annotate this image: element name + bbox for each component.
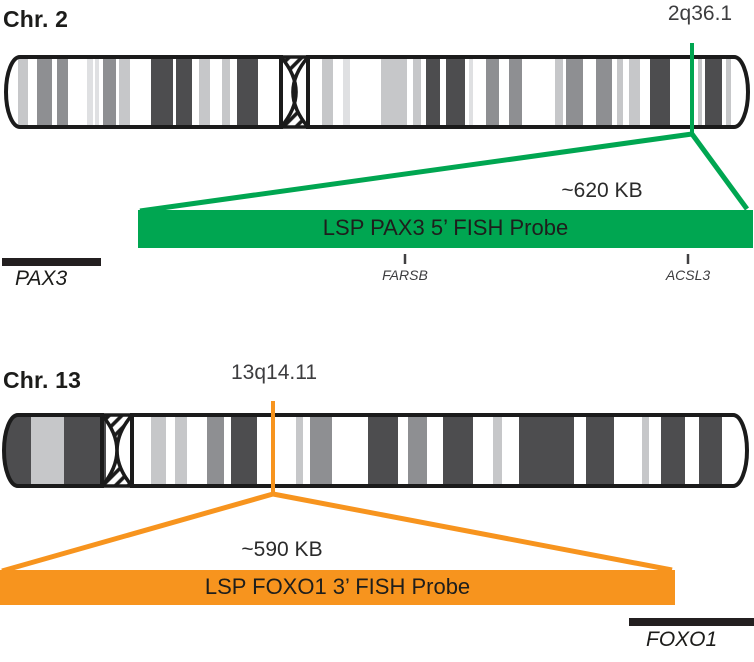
pax3-gene-bar <box>2 258 101 266</box>
chromosome-band <box>310 415 332 486</box>
chromosome-2-bands <box>18 57 731 127</box>
chromosome-band <box>322 57 333 127</box>
chromosome-band <box>222 57 230 127</box>
chromosome-2-ideogram <box>4 55 750 129</box>
chromosome-band <box>566 57 583 127</box>
chromosome-band <box>705 57 722 127</box>
chromosome-band <box>586 415 614 486</box>
foxo1-probe-right-callout-line <box>272 491 673 573</box>
chromosome-band <box>296 415 303 486</box>
chromosome-band <box>151 57 173 127</box>
chromosome-13-outline-p <box>2 413 104 488</box>
cytoband-13q14-label: 13q14.11 <box>230 361 318 384</box>
chromosome-band <box>413 57 421 127</box>
chromosome-band <box>207 415 224 486</box>
chromosome-band <box>151 415 166 486</box>
chromosome-band <box>726 57 731 127</box>
chromosome-band <box>596 57 612 127</box>
chromosome-band <box>493 415 502 486</box>
chromosome-band <box>103 57 116 127</box>
chromosome-band <box>408 415 427 486</box>
pax3-probe-bar <box>138 210 753 248</box>
chromosome-band <box>199 57 210 127</box>
chromosome-band <box>119 57 130 127</box>
chromosome-band <box>661 415 685 486</box>
probe-size-620kb-label: ~620 KB <box>561 179 643 202</box>
pax3-probe-right-callout-line <box>689 132 750 211</box>
chromosome-band <box>642 415 649 486</box>
chromosome-2-title: Chr. 2 <box>3 6 69 32</box>
chromosome-band <box>629 57 640 127</box>
chromosome-band <box>31 415 64 486</box>
pax3-probe-left-callout-line <box>139 131 693 214</box>
chromosome-2-outline-p <box>4 55 283 129</box>
chromosome-13-bands <box>4 415 722 486</box>
chromosome-band <box>57 57 68 127</box>
chromosome-band <box>381 57 407 127</box>
chromosome-2-outline-q <box>306 55 750 129</box>
foxo1-probe-left-callout-line <box>1 491 274 574</box>
chromosome-13-title: Chr. 13 <box>3 367 82 393</box>
foxo1-probe-bar-label: LSP FOXO1 3’ FISH Probe <box>204 574 471 599</box>
marker-farsb-label: FARSB <box>382 267 428 283</box>
chromosome-band <box>95 57 99 127</box>
chromosome-band <box>519 415 574 486</box>
chromosome-band <box>368 415 398 486</box>
chromosome-band <box>231 415 257 486</box>
chromosome-band <box>176 57 192 127</box>
probe-size-590kb-label: ~590 KB <box>241 538 323 561</box>
chromosome-band <box>486 57 499 127</box>
foxo1-probe-bar <box>0 570 675 605</box>
chromosome-band <box>87 57 93 127</box>
pax3-probe-bar-label: LSP PAX3 5’ FISH Probe <box>322 215 569 240</box>
chromosome-band <box>443 415 473 486</box>
foxo1-probe-annotation <box>0 401 675 605</box>
chromosome-13-outline-q <box>130 413 749 488</box>
chromosome-band <box>555 57 563 127</box>
marker-acsl3-label: ACSL3 <box>665 267 711 283</box>
cytoband-2q36-label: 2q36.1 <box>667 2 733 25</box>
chromosome-band <box>343 57 350 127</box>
chromosome-band <box>37 57 52 127</box>
chromosome-band <box>426 57 440 127</box>
chromosome-band <box>650 57 670 127</box>
chromosome-band <box>509 57 522 127</box>
chromosome-band <box>699 415 722 486</box>
chromosome-band <box>18 57 28 127</box>
chromosome-13-ideogram <box>2 413 749 488</box>
chromosome-band <box>446 57 465 127</box>
chromosome-band <box>469 57 473 127</box>
gene-pax3-label: PAX3 <box>15 267 68 290</box>
chromosome-band <box>237 57 258 127</box>
chromosome-band <box>698 57 702 127</box>
foxo1-gene-bar <box>629 618 754 626</box>
chromosome-band <box>64 415 106 486</box>
chromosome-band <box>175 415 187 486</box>
chromosome-band <box>617 57 623 127</box>
pax3-probe-annotation <box>138 43 753 264</box>
gene-foxo1-label: FOXO1 <box>646 628 718 651</box>
